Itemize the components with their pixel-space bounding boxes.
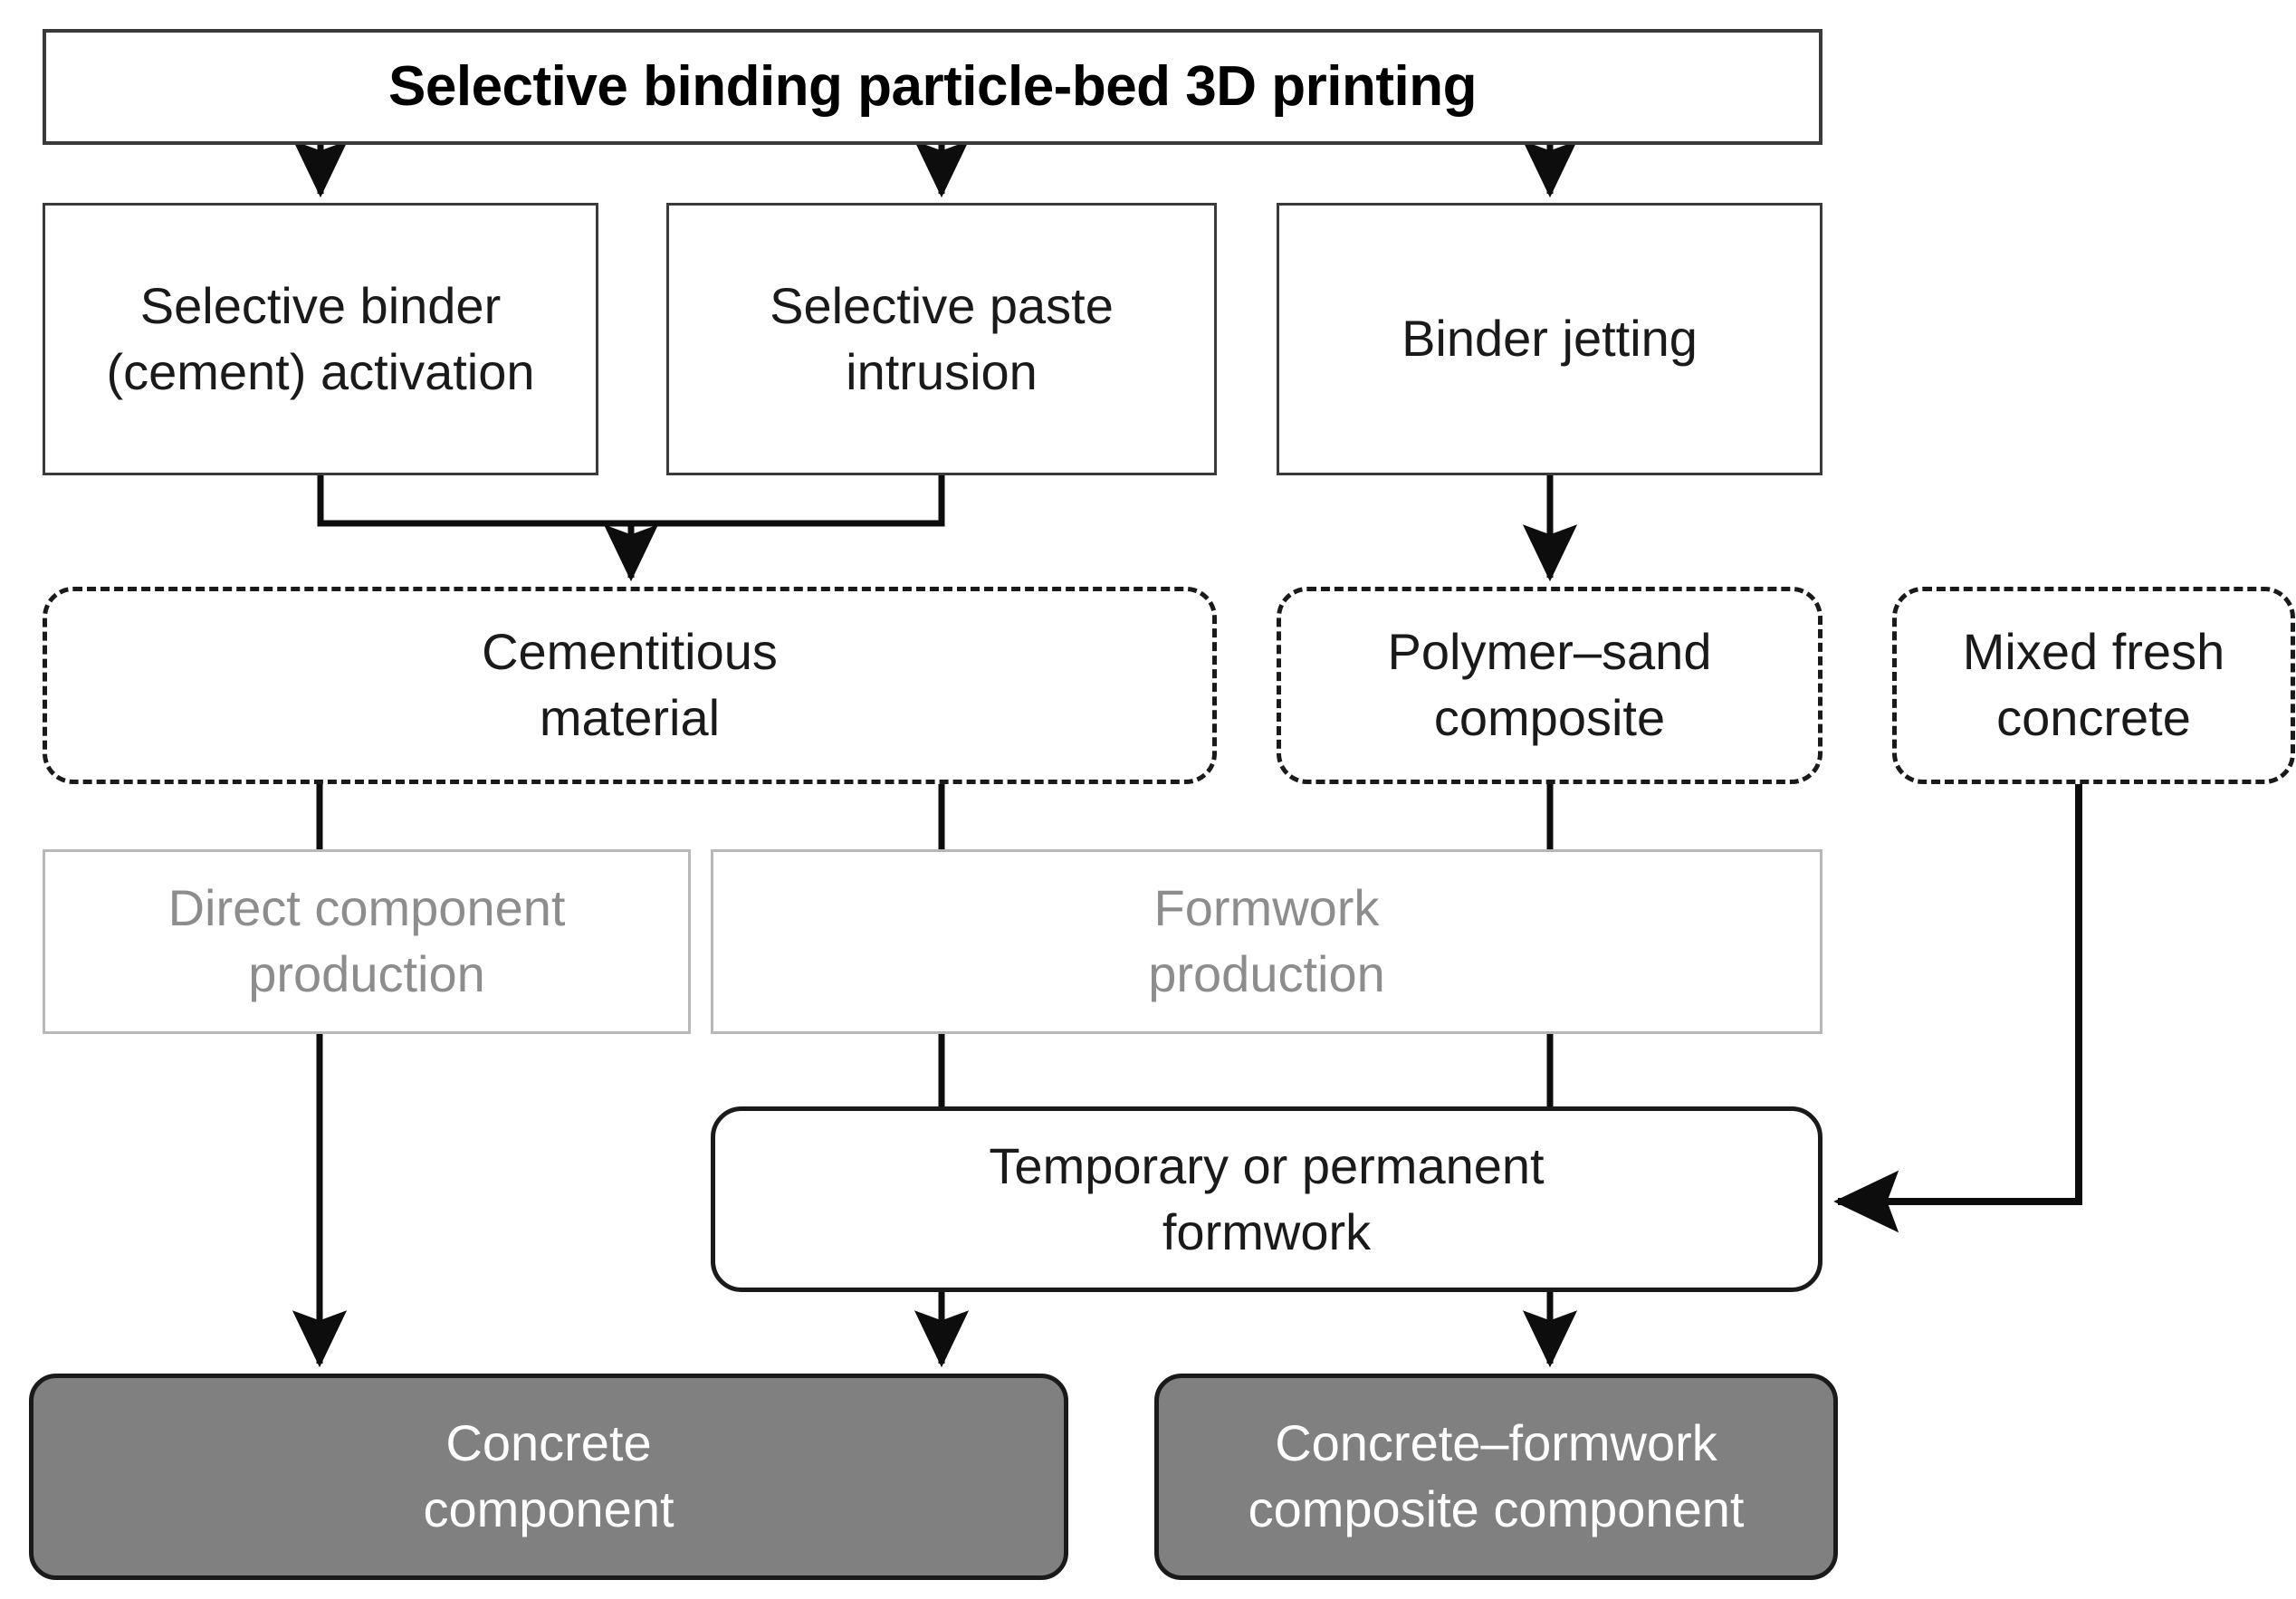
node-concrete-component-label: Concrete component [423,1414,674,1537]
node-formwork-production-label: Formwork production [1148,879,1385,1002]
node-mixed-fresh-concrete-label: Mixed fresh concrete [1962,623,2225,746]
node-direct-component-production[interactable]: Direct component production [43,849,691,1034]
node-selective-binder-activation-label: Selective binder (cement) activation [106,276,535,400]
node-temporary-or-permanent-formwork-label: Temporary or permanent formwork [989,1136,1545,1260]
node-cementitious-material[interactable]: Cementitious material [43,587,1217,784]
node-cementitious-material-label: Cementitious material [482,623,778,746]
node-formwork-production[interactable]: Formwork production [711,849,1822,1034]
node-selective-binder-activation[interactable]: Selective binder (cement) activation [43,203,598,475]
node-mixed-fresh-concrete[interactable]: Mixed fresh concrete [1892,587,2295,784]
edge-mixed-fresh-concrete-to-temporary-formwork [1833,784,2082,1233]
node-direct-component-production-label: Direct component production [167,879,566,1002]
node-selective-paste-intrusion[interactable]: Selective paste intrusion [666,203,1217,475]
node-polymer-sand-composite[interactable]: Polymer–sand composite [1277,587,1822,784]
node-concrete-formwork-composite-component[interactable]: Concrete–formwork composite component [1154,1374,1838,1580]
edge-binder-activation-merge [317,475,945,527]
node-temporary-or-permanent-formwork[interactable]: Temporary or permanent formwork [711,1106,1822,1292]
node-concrete-component[interactable]: Concrete component [29,1374,1068,1580]
node-title: Selective binding particle-bed 3D printi… [43,29,1822,145]
node-concrete-formwork-composite-component-label: Concrete–formwork composite component [1248,1414,1745,1537]
node-polymer-sand-composite-label: Polymer–sand composite [1387,623,1712,746]
node-title-label: Selective binding particle-bed 3D printi… [388,54,1477,118]
node-binder-jetting-label: Binder jetting [1402,310,1698,368]
node-binder-jetting[interactable]: Binder jetting [1277,203,1822,475]
node-selective-paste-intrusion-label: Selective paste intrusion [770,276,1114,400]
